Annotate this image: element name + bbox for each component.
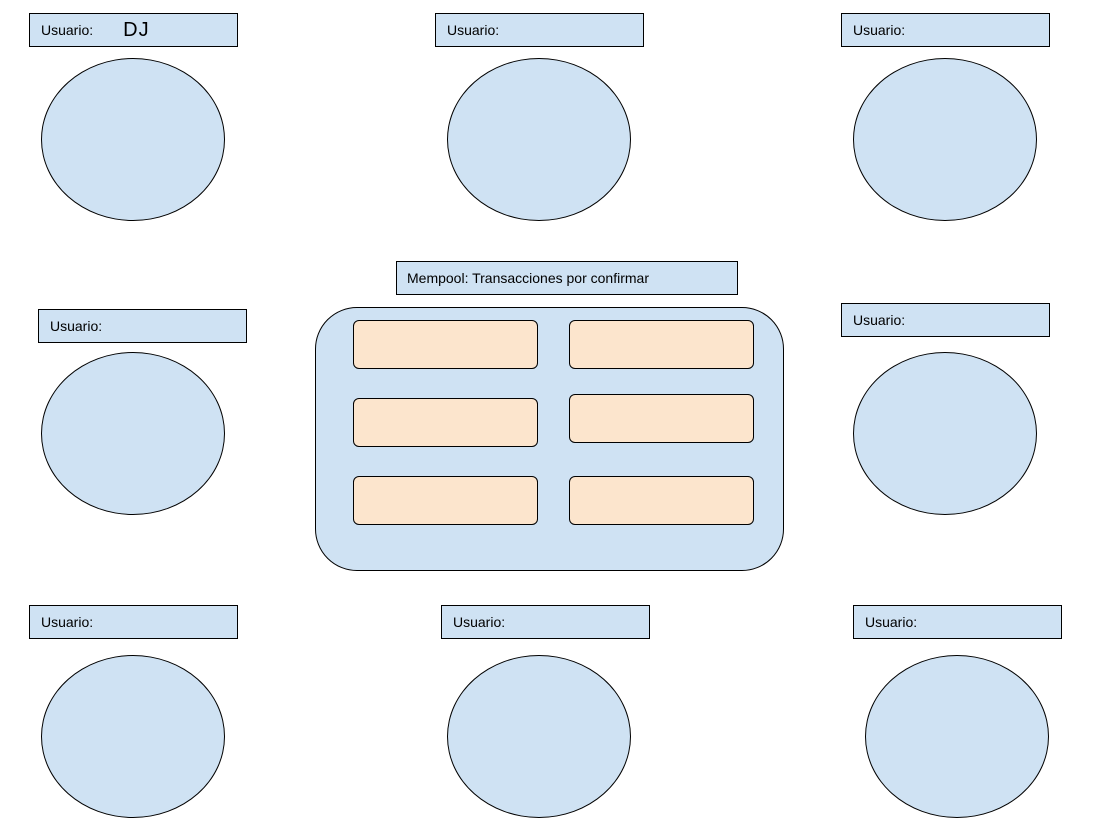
user-node-3[interactable] [853, 58, 1037, 221]
transaction-slot-6[interactable] [569, 476, 754, 525]
user-label-2[interactable]: Usuario: [435, 13, 644, 47]
user-label-5[interactable]: Usuario: [841, 303, 1050, 337]
user-node-8[interactable] [865, 655, 1049, 818]
user-label-text: Usuario: [50, 318, 103, 334]
transaction-slot-3[interactable] [353, 398, 538, 447]
user-node-4[interactable] [41, 352, 225, 515]
user-node-2[interactable] [447, 58, 631, 221]
mempool-title[interactable]: Mempool: Transacciones por confirmar [396, 261, 738, 295]
mempool-title-text: Mempool: Transacciones por confirmar [407, 270, 649, 286]
user-name-value: DJ [123, 18, 150, 41]
user-label-1[interactable]: Usuario: DJ [29, 13, 238, 47]
transaction-slot-1[interactable] [353, 320, 538, 369]
user-node-1[interactable] [41, 58, 225, 221]
user-label-text: Usuario: [447, 22, 500, 38]
user-label-text: Usuario: [453, 614, 506, 630]
user-label-text: Usuario: [41, 22, 94, 38]
user-label-text: Usuario: [853, 22, 906, 38]
transaction-slot-4[interactable] [569, 394, 754, 443]
user-node-7[interactable] [447, 655, 631, 818]
user-label-text: Usuario: [853, 312, 906, 328]
user-label-8[interactable]: Usuario: [853, 605, 1062, 639]
user-label-7[interactable]: Usuario: [441, 605, 650, 639]
user-node-6[interactable] [41, 655, 225, 818]
user-label-text: Usuario: [41, 614, 94, 630]
user-label-text: Usuario: [865, 614, 918, 630]
transaction-slot-5[interactable] [353, 476, 538, 525]
user-label-6[interactable]: Usuario: [29, 605, 238, 639]
user-label-4[interactable]: Usuario: [38, 309, 247, 343]
user-label-3[interactable]: Usuario: [841, 13, 1050, 47]
user-node-5[interactable] [853, 352, 1037, 515]
transaction-slot-2[interactable] [569, 320, 754, 369]
